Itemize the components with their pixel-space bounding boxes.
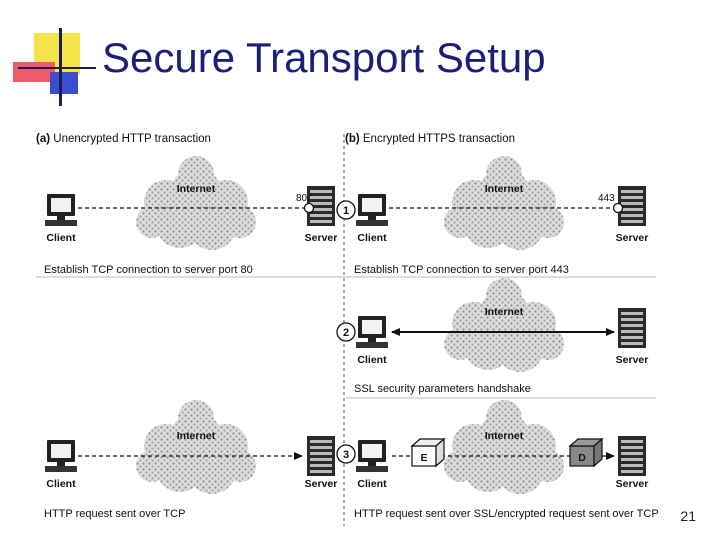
- panel-b-caption-2: SSL security parameters handshake: [354, 383, 531, 395]
- internet-label: Internet: [485, 183, 524, 195]
- internet-cloud-icon: [136, 156, 256, 250]
- panel-b-step3: 3 Internet Client Server E D HTTP reques…: [336, 400, 659, 520]
- panel-b-step2: 2 Internet Client Server SSL security pa…: [336, 278, 649, 395]
- panel-a-caption-2: HTTP request sent over TCP: [44, 508, 185, 520]
- internet-cloud-icon: [444, 278, 564, 372]
- step-2-marker: [336, 322, 356, 342]
- server-label: Server: [305, 232, 338, 244]
- server-label: Server: [616, 478, 649, 490]
- internet-label: Internet: [177, 430, 216, 442]
- page-number: 21: [680, 508, 696, 524]
- slide-title: Secure Transport Setup: [102, 34, 546, 81]
- client-computer-icon: [45, 194, 77, 226]
- internet-cloud-icon: [136, 400, 256, 494]
- internet-cloud-icon: [444, 156, 564, 250]
- server-icon: [307, 436, 335, 476]
- step-1-marker: [336, 200, 356, 220]
- panel-b-step1: 1 Internet Client Server 443 Establish T…: [336, 156, 649, 276]
- panel-a-caption-1: Establish TCP connection to server port …: [44, 264, 253, 276]
- https-diagram: (a) Unencrypted HTTP transaction (b) Enc…: [36, 133, 659, 526]
- decrypt-box-label: D: [578, 452, 586, 464]
- step-1-number: 1: [343, 205, 349, 217]
- panel-b-caption-3: HTTP request sent over SSL/encrypted req…: [354, 508, 659, 520]
- client-label: Client: [357, 354, 387, 366]
- panel-a-title: (a) Unencrypted HTTP transaction: [36, 133, 211, 145]
- port-socket-icon: [612, 202, 624, 214]
- internet-label: Internet: [485, 430, 524, 442]
- panel-b-caption-1: Establish TCP connection to server port …: [354, 264, 569, 276]
- internet-label: Internet: [485, 306, 524, 318]
- port-label: 443: [598, 193, 615, 204]
- client-computer-icon: [356, 194, 388, 226]
- client-label: Client: [357, 232, 387, 244]
- server-icon: [618, 436, 646, 476]
- server-label: Server: [616, 354, 649, 366]
- client-computer-icon: [356, 440, 388, 472]
- step-2-number: 2: [343, 327, 349, 339]
- step-3-number: 3: [343, 449, 349, 461]
- decor-blue-square: [50, 72, 78, 94]
- panel-b-title: (b) Encrypted HTTPS transaction: [345, 133, 515, 145]
- client-computer-icon: [356, 316, 388, 348]
- decor-horizontal-line: [18, 67, 96, 69]
- server-label: Server: [305, 478, 338, 490]
- port-socket-icon: [303, 202, 315, 214]
- client-computer-icon: [45, 440, 77, 472]
- decrypt-box-icon: D: [568, 437, 604, 468]
- server-icon: [618, 308, 646, 348]
- client-label: Client: [46, 478, 76, 490]
- client-label: Client: [357, 478, 387, 490]
- panel-a-row3: Internet Client Server HTTP request sent…: [44, 400, 337, 520]
- step-3-marker: [336, 444, 356, 464]
- port-label: 80: [296, 193, 308, 204]
- encrypt-box-icon: E: [410, 437, 446, 468]
- internet-cloud-icon: [444, 400, 564, 494]
- encrypt-box-label: E: [420, 452, 427, 464]
- server-label: Server: [616, 232, 649, 244]
- client-label: Client: [46, 232, 76, 244]
- panel-a-row1: Internet Client Server 80 Establish TCP …: [44, 156, 337, 276]
- decor-red-bar: [13, 62, 55, 82]
- internet-label: Internet: [177, 183, 216, 195]
